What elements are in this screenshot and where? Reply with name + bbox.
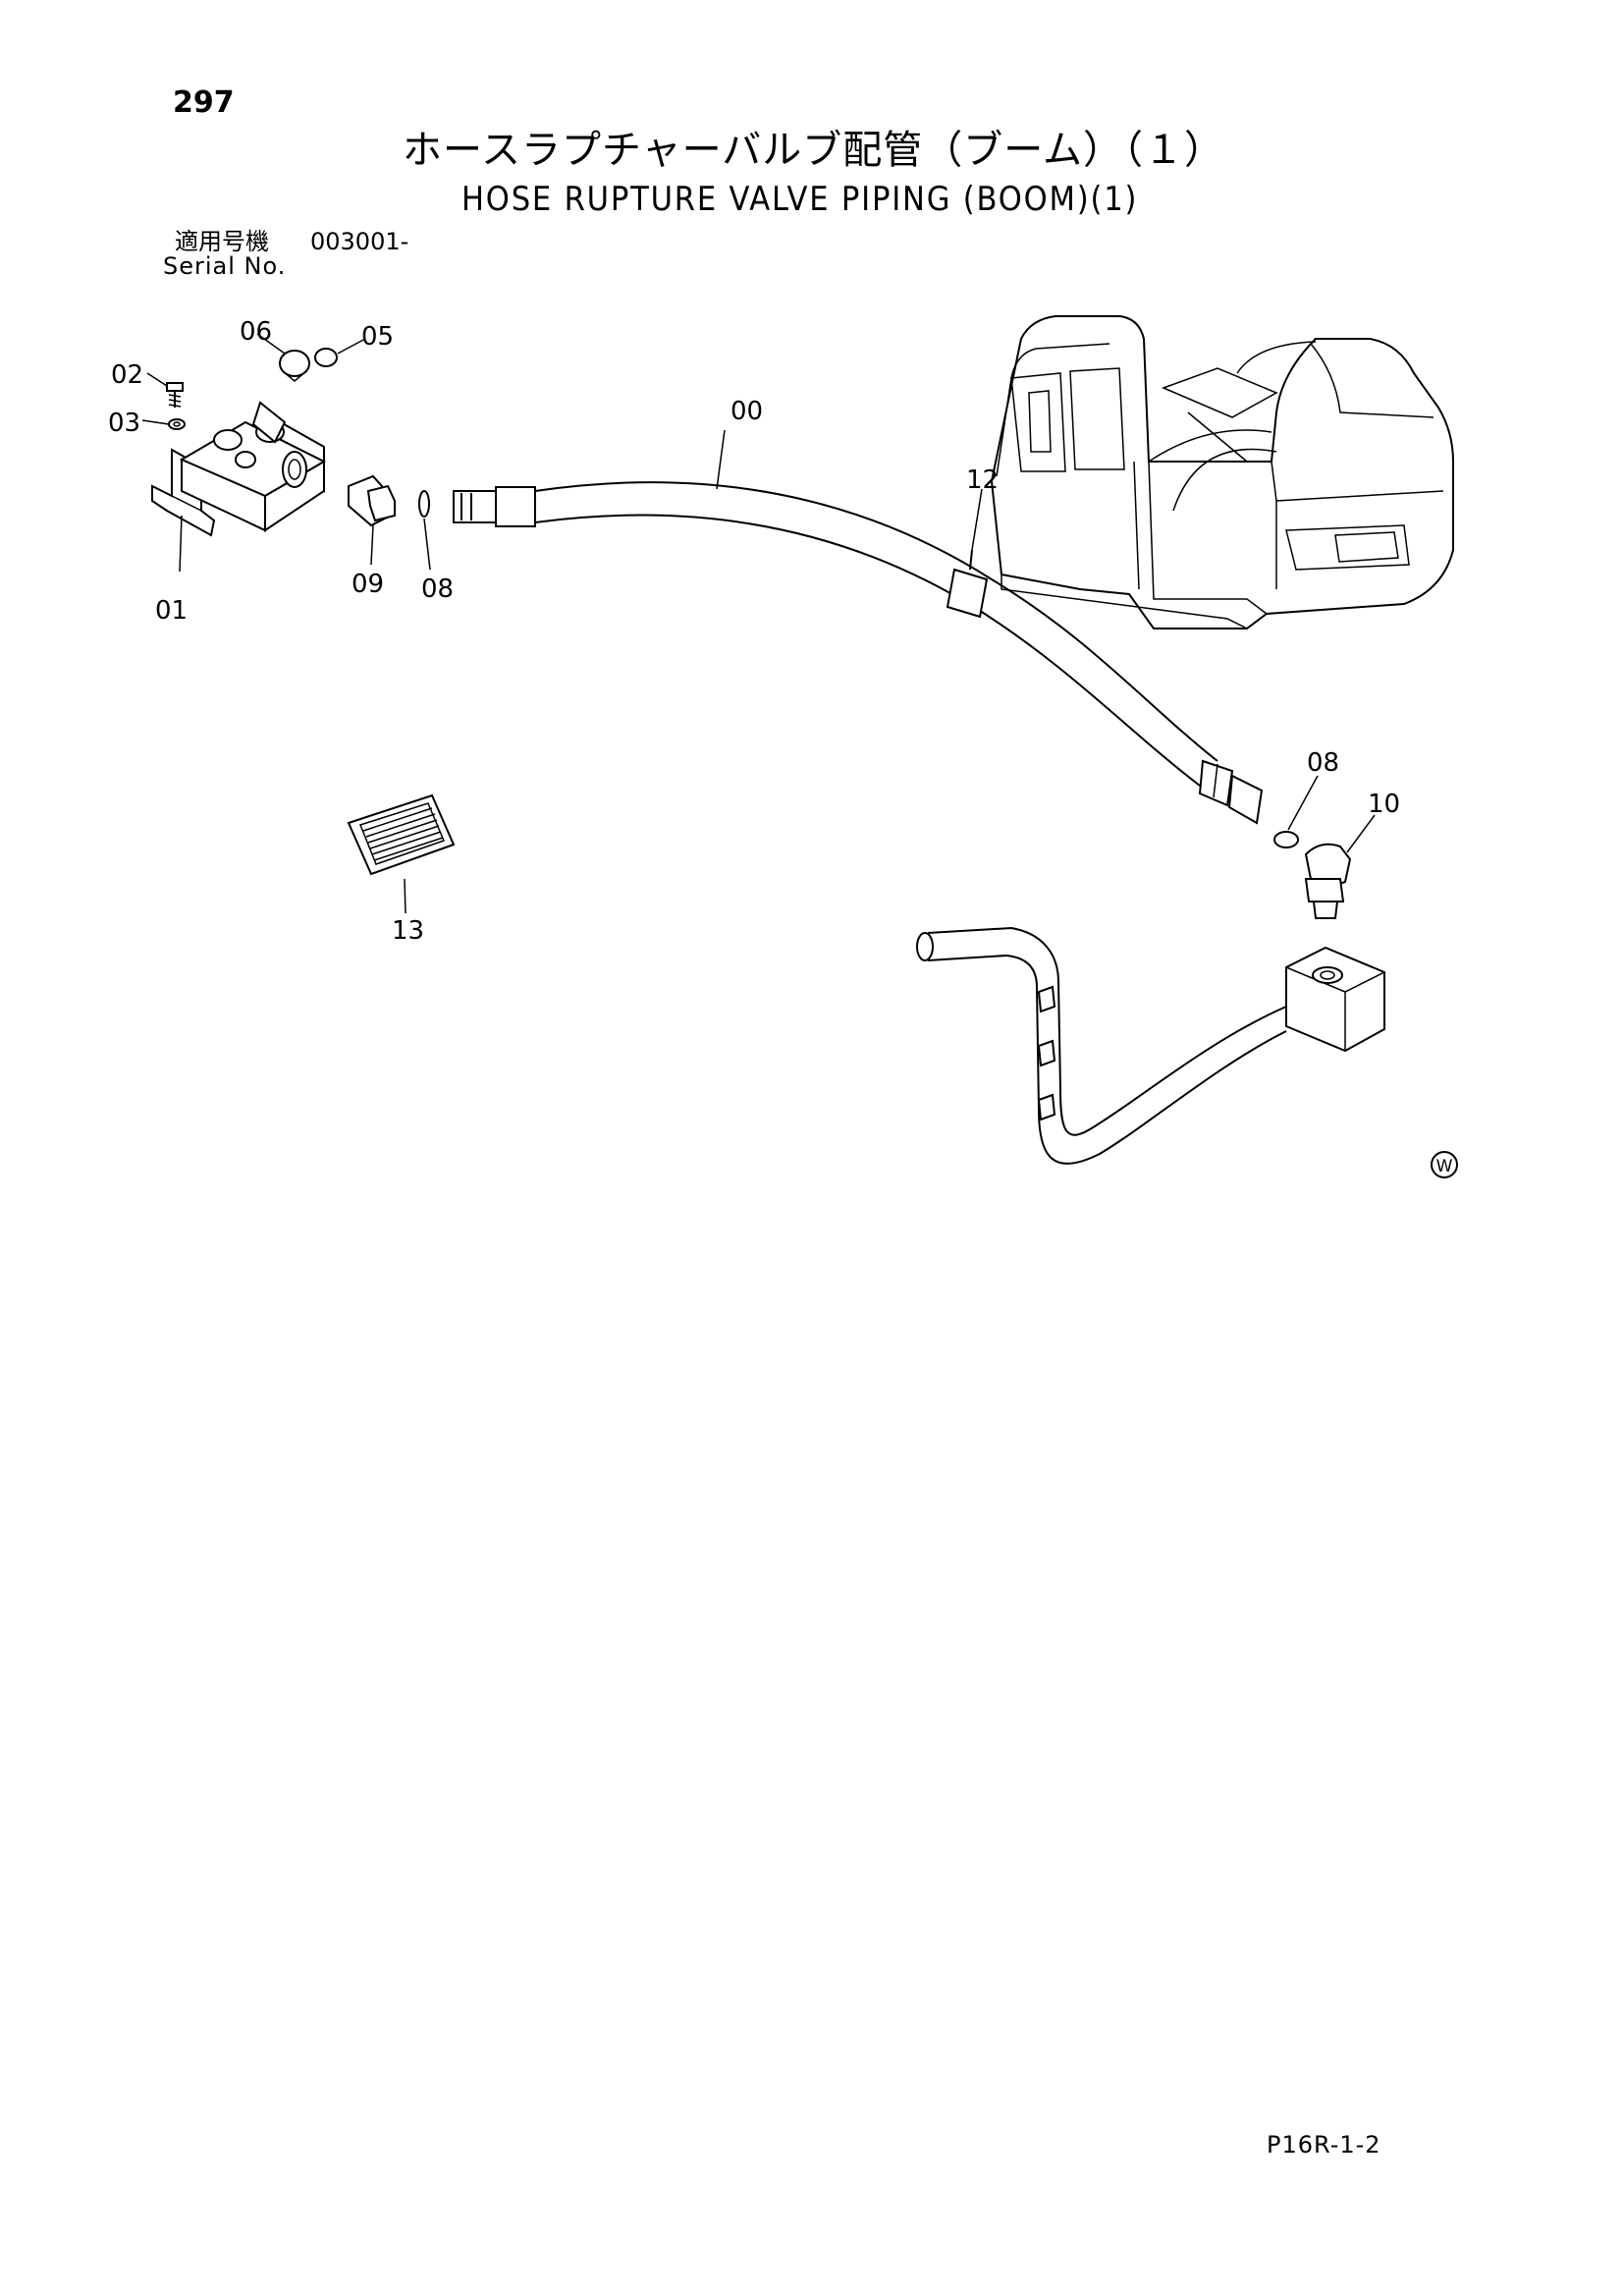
callout-10: 10: [1368, 790, 1400, 819]
page-title-japanese: ホースラプチャーバルブ配管（ブーム）（１）: [403, 128, 1224, 173]
callout-13: 13: [392, 916, 424, 946]
callout-08-upper: 08: [421, 574, 454, 604]
page-code: P16R-1-2: [1267, 2131, 1381, 2159]
excavator-illustration: [990, 315, 1454, 629]
callout-08-lower: 08: [1307, 748, 1339, 778]
callout-03: 03: [108, 409, 140, 438]
decal-plate: [347, 793, 456, 876]
w-mark-circle: [1431, 1151, 1458, 1178]
callout-09: 09: [352, 570, 384, 599]
callout-12: 12: [966, 465, 999, 495]
callout-05: 05: [361, 322, 394, 352]
o-ring: [1273, 831, 1299, 848]
leader-lines: [141, 333, 1376, 914]
page-number: 297: [173, 85, 235, 120]
elbow-fitting: [1304, 843, 1352, 919]
valve-assembly: [151, 348, 430, 537]
callout-01: 01: [155, 596, 188, 626]
callout-00: 00: [730, 397, 763, 426]
hose-assembly: [453, 481, 1264, 825]
serial-label-english: Serial No.: [163, 252, 287, 280]
boom-pipe: [916, 926, 1385, 1165]
w-mark-letter: W: [1436, 1157, 1453, 1176]
callout-02: 02: [111, 360, 143, 390]
page-title-english: HOSE RUPTURE VALVE PIPING (BOOM)(1): [461, 180, 1139, 219]
serial-value: 003001-: [310, 228, 409, 255]
serial-label-japanese: 適用号機: [175, 228, 269, 255]
callout-06: 06: [240, 317, 272, 347]
